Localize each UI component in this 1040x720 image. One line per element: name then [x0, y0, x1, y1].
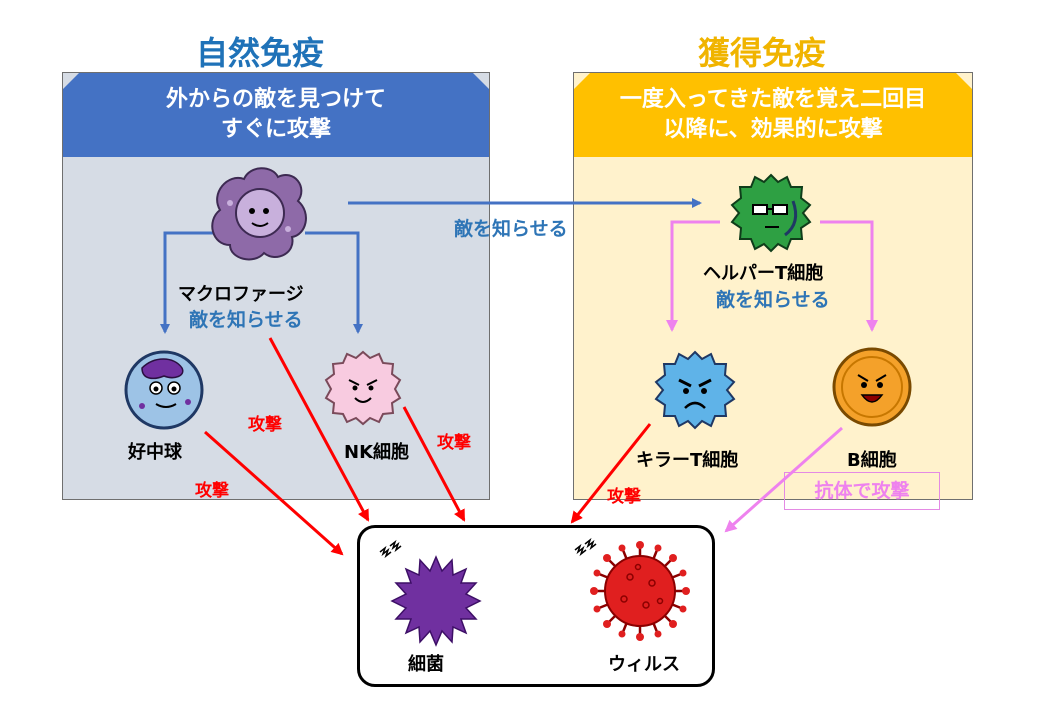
acquired-immunity-panel: 一度入ってきた敵を覚え二回目 以降に、効果的に攻撃 — [573, 72, 973, 500]
helper-t-cell-label: ヘルパーT細胞 — [703, 263, 824, 284]
innate-description: 外からの敵を見つけて すぐに攻撃 — [63, 73, 489, 157]
b-cell-icon — [832, 347, 912, 427]
attack-arrows — [204, 337, 652, 556]
arrow-killer-t-attack — [570, 423, 652, 524]
acquired-immunity-title: 獲得免疫 — [697, 34, 826, 72]
bacteria-icon — [390, 555, 482, 647]
neutrophil-icon — [124, 350, 204, 430]
acquired-description: 一度入ってきた敵を覚え二回目 以降に、効果的に攻撃 — [574, 73, 972, 157]
macrophage-label: マクロファージ — [178, 284, 304, 305]
neutrophil-attack-label: 攻撃 — [195, 481, 229, 501]
arrow-macrophage-attack — [268, 337, 370, 522]
killer-t-attack-label: 攻撃 — [607, 487, 641, 507]
innate-description-line2: すぐに攻撃 — [220, 117, 331, 142]
killer-t-cell-icon — [654, 350, 736, 430]
arrow-macrophage-to-neutrophil — [160, 231, 215, 334]
arrow-helper-to-b-cell — [820, 220, 878, 332]
virus-icon — [590, 541, 690, 641]
acquired-description-line2: 以降に、効果的に攻撃 — [663, 117, 883, 142]
nk-cell-icon — [324, 350, 402, 426]
macrophage-icon — [211, 167, 307, 261]
neutrophil-label: 好中球 — [128, 442, 182, 463]
inform-arrows — [160, 198, 702, 334]
b-cell-label: B細胞 — [847, 450, 897, 471]
inform-link-label: 敵を知らせる — [454, 218, 568, 240]
nk-attack-label: 攻撃 — [437, 433, 471, 453]
helper-t-cell-icon — [730, 173, 812, 253]
arrow-helper-to-killer-t — [666, 220, 720, 332]
nk-cell-label: NK細胞 — [344, 442, 410, 463]
arrow-neutrophil-attack — [204, 430, 344, 556]
macrophage-inform-label: 敵を知らせる — [189, 309, 303, 331]
arrow-b-cell-antibody — [724, 426, 843, 533]
killer-t-cell-label: キラーT細胞 — [636, 450, 739, 471]
macrophage-attack-label: 攻撃 — [248, 415, 282, 435]
virus-shiver-icon — [574, 537, 597, 557]
antibody-attack-label: 抗体で攻撃 — [784, 472, 940, 510]
innate-immunity-panel: 外からの敵を見つけて すぐに攻撃 — [62, 72, 490, 500]
bacteria-label: 細菌 — [408, 654, 444, 675]
bacteria-shiver-icon — [379, 539, 402, 559]
helper-inform-arrows — [666, 220, 878, 332]
virus-label: ウィルス — [608, 654, 680, 675]
innate-immunity-title: 自然免疫 — [195, 34, 324, 72]
arrow-nk-attack — [402, 406, 466, 522]
innate-description-line1: 外からの敵を見つけて — [165, 87, 386, 112]
acquired-description-line1: 一度入ってきた敵を覚え二回目 — [619, 87, 927, 112]
helper-inform-label: 敵を知らせる — [716, 289, 830, 311]
arrow-macrophage-to-nk — [305, 231, 363, 334]
